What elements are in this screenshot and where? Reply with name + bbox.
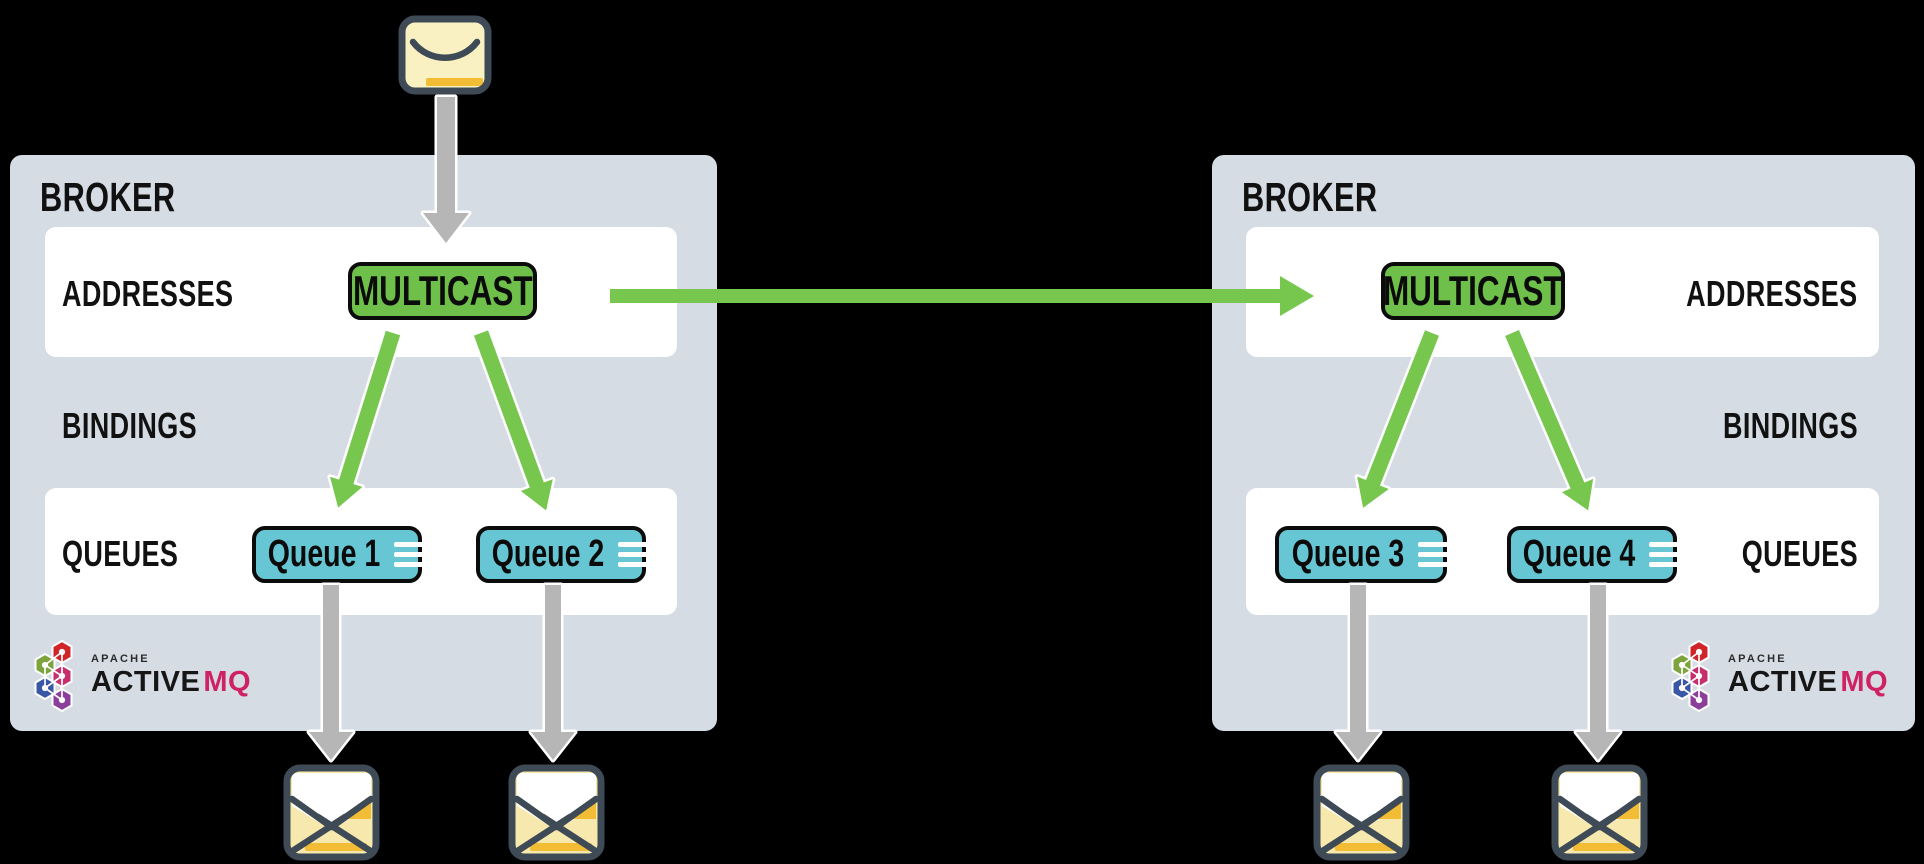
- broker-1-addresses-label: ADDRESSES: [62, 273, 234, 314]
- queue-3-node: Queue 3: [1275, 526, 1450, 583]
- broker-2-queues-label: QUEUES: [1741, 533, 1858, 574]
- queue-menu-icon: [394, 542, 426, 567]
- queue-menu-icon: [1649, 542, 1681, 567]
- broker-1-title: BROKER: [40, 173, 176, 220]
- broker-2-title: BROKER: [1242, 173, 1378, 220]
- consumer-envelope-icon-1: [283, 764, 380, 861]
- queue-2-node: Queue 2: [476, 526, 650, 583]
- consumer-envelope-icon-3: [1313, 764, 1410, 861]
- queue-menu-icon: [618, 542, 650, 567]
- queue-4-node: Queue 4: [1507, 526, 1681, 583]
- broker-2-addresses-label: ADDRESSES: [1686, 273, 1858, 314]
- queue-menu-icon: [1418, 542, 1450, 567]
- broker-1-queues-label: QUEUES: [62, 533, 179, 574]
- activemq-hexagon-icon: [34, 640, 73, 712]
- broker-1-multicast-node: MULTICAST: [348, 262, 537, 320]
- consumer-envelope-icon-4: [1551, 764, 1648, 861]
- producer-envelope-icon: [398, 15, 492, 95]
- broker-2-bindings-label: BINDINGS: [1722, 405, 1858, 446]
- activemq-hexagon-icon: [1671, 640, 1710, 712]
- broker-2-multicast-node: MULTICAST: [1381, 262, 1565, 320]
- consumer-envelope-icon-2: [508, 764, 605, 861]
- queue-1-node: Queue 1: [252, 526, 426, 583]
- broker-1-bindings-label: BINDINGS: [62, 405, 198, 446]
